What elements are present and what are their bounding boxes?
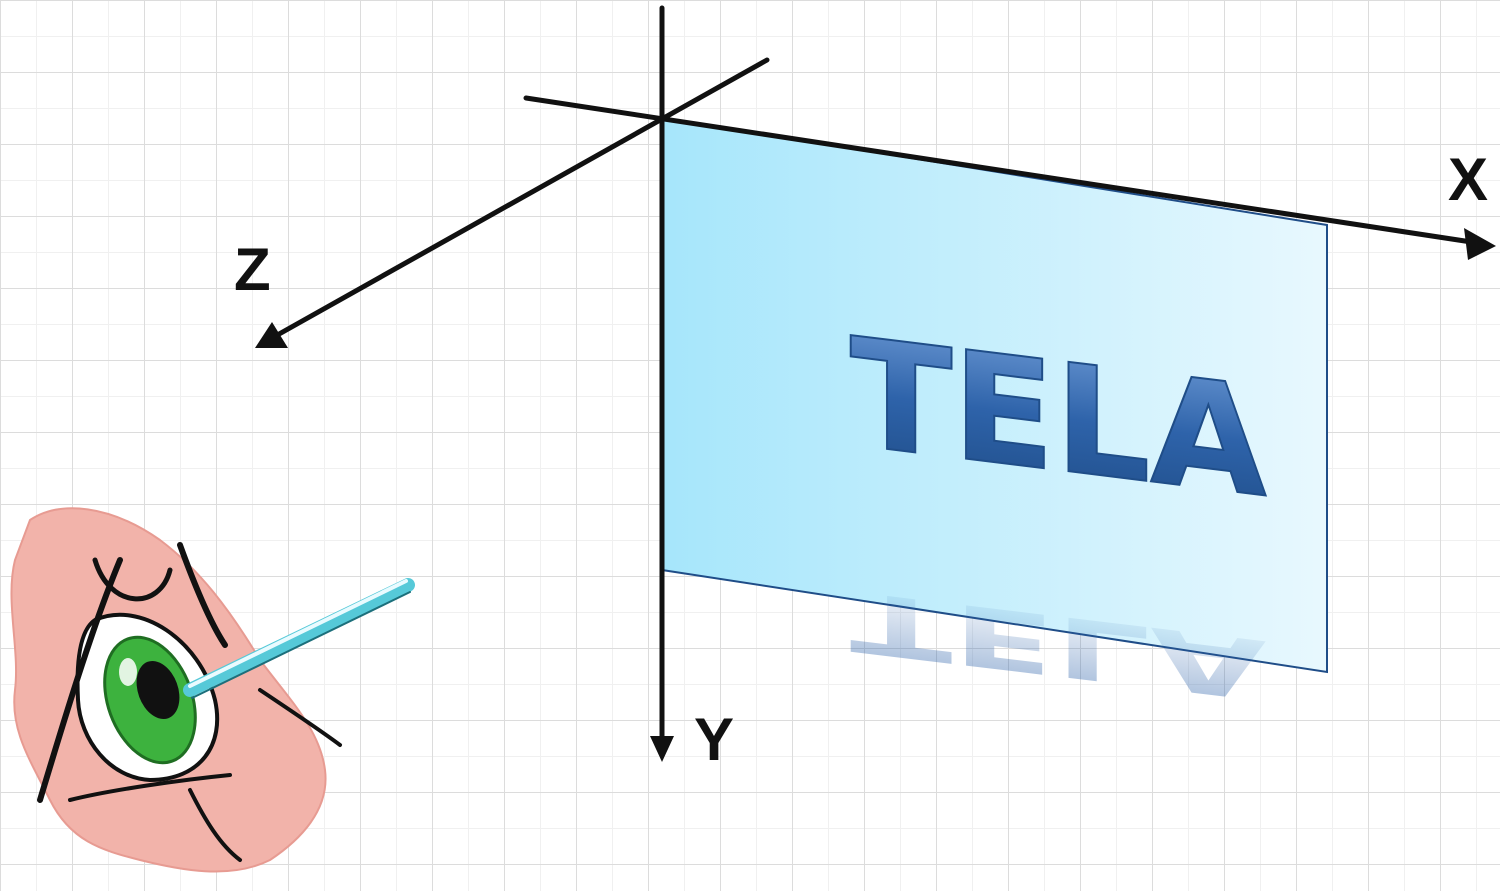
eye-illustration bbox=[10, 507, 415, 873]
sight-line-highlight bbox=[188, 579, 408, 688]
x-axis-arrowhead bbox=[1464, 228, 1496, 260]
eye-cheek-line bbox=[188, 788, 242, 862]
y-axis-label: Y bbox=[694, 706, 734, 773]
sight-line-edge bbox=[191, 591, 411, 699]
eye-upper-lid bbox=[37, 557, 123, 803]
z-axis-arrowhead bbox=[255, 322, 288, 348]
x-axis-line bbox=[523, 95, 1481, 246]
eye-brow bbox=[177, 542, 228, 648]
eye-pupil bbox=[136, 660, 180, 720]
z-axis-label: Z bbox=[234, 236, 271, 303]
eye-lower-lash bbox=[68, 773, 232, 802]
axes bbox=[269, 5, 1481, 745]
eye-highlight bbox=[119, 658, 137, 686]
z-axis-line bbox=[269, 57, 770, 341]
eye-lid-crease bbox=[92, 557, 173, 602]
y-axis-arrowhead bbox=[650, 736, 674, 762]
x-axis-label: X bbox=[1448, 146, 1488, 213]
sight-line bbox=[183, 578, 415, 697]
eye-outer-line bbox=[258, 688, 342, 747]
